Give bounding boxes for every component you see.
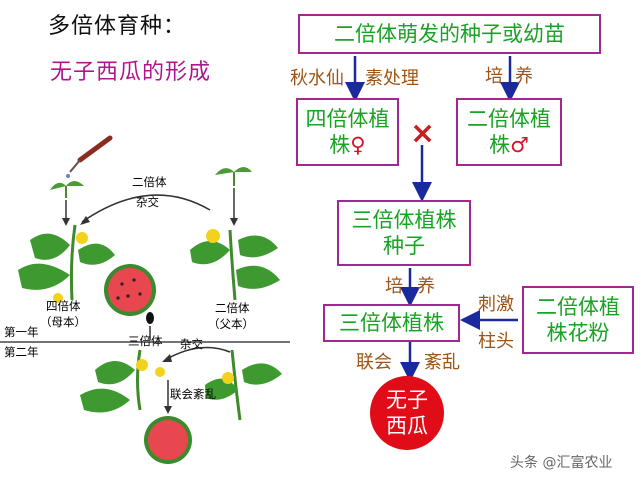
result-line2: 西瓜 — [386, 414, 428, 438]
treat-note-right: 素处理 — [365, 68, 419, 89]
tetraploid-box-line1: 四倍体植 — [305, 106, 390, 131]
label-year2: 第二年 — [4, 345, 39, 359]
diploid-box-line2-text: 株 — [489, 133, 511, 157]
triploid-plant-text: 三倍体植株 — [339, 310, 444, 335]
label-cross-top: 杂交 — [136, 195, 159, 209]
pollen-line2: 株花粉 — [546, 321, 610, 345]
watermelon-illustration: 二倍体 杂交 四倍体 （母本） 二倍体 （父本） 第一年 第二年 三倍体 — [0, 135, 290, 464]
diploid-plant-icon — [190, 229, 280, 301]
dropper-icon — [66, 135, 113, 178]
triploid-plant-icon — [80, 349, 165, 413]
stigma-note: 柱头 — [478, 331, 514, 352]
label-cross-bottom: 杂交 — [180, 337, 203, 351]
triploid-plant-box: 三倍体植株 — [323, 304, 460, 342]
diploid-box: 二倍体植 株♂ — [456, 98, 562, 166]
label-disorder: 联会紊乱 — [170, 387, 216, 401]
culture-note-top-right: 养 — [515, 66, 533, 87]
culture-note-mid-left: 培 — [385, 276, 403, 297]
synapsis-note: 联会 — [356, 352, 392, 373]
seedling-left-icon — [50, 181, 84, 198]
tetraploid-box: 四倍体植 株♀ — [296, 98, 399, 166]
seedless-watermelon-result: 无子 西瓜 — [370, 376, 444, 450]
culture-note-top-left: 培 — [485, 66, 503, 87]
label-tetraploid: 四倍体 — [46, 299, 81, 313]
page-title: 多倍体育种： — [48, 14, 187, 39]
diploid-box-line2: 株♂ — [489, 132, 529, 158]
page-subtitle: 无子西瓜的形成 — [50, 60, 212, 85]
pollen-box: 二倍体植 株花粉 — [522, 286, 634, 354]
result-line1: 无子 — [386, 387, 428, 412]
label-diploid-top: 二倍体 — [132, 175, 167, 189]
seedling-right-icon — [215, 167, 252, 186]
triploid-seed-box: 三倍体植株 种子 — [337, 200, 471, 266]
label-father: （父本） — [208, 317, 254, 331]
start-box-text: 二倍体萌发的种子或幼苗 — [334, 21, 565, 46]
tetraploid-box-line2-text: 株 — [329, 133, 351, 157]
label-triploid: 三倍体 — [128, 334, 163, 348]
start-box: 二倍体萌发的种子或幼苗 — [298, 14, 601, 54]
label-year1: 第一年 — [4, 325, 39, 339]
label-mother: （母本） — [40, 315, 86, 329]
treat-note-left: 秋水仙 — [290, 68, 344, 89]
cross-symbol: × — [410, 116, 436, 151]
male-icon: ♂ — [510, 133, 529, 157]
stimulate-note: 刺激 — [478, 294, 514, 315]
culture-note-mid-right: 养 — [417, 276, 435, 297]
triploid-seed-line2: 种子 — [383, 234, 425, 258]
seed-icon — [146, 312, 154, 324]
triploid-seed-line1: 三倍体植株 — [351, 207, 457, 232]
seedless-watermelon-icon — [144, 416, 192, 464]
tetraploid-box-line2: 株♀ — [329, 132, 365, 158]
tetraploid-plant-icon — [18, 224, 115, 303]
watermark: 头条 @汇富农业 — [510, 455, 613, 471]
label-diploid-right: 二倍体 — [215, 301, 250, 315]
watermelon-slice-icon — [104, 264, 156, 316]
diploid-box-line1: 二倍体植 — [467, 106, 551, 131]
pollen-line1: 二倍体植 — [536, 294, 620, 319]
disorder-note: 紊乱 — [424, 352, 460, 373]
pollen-plant-icon — [205, 349, 282, 421]
female-icon: ♀ — [350, 133, 366, 157]
